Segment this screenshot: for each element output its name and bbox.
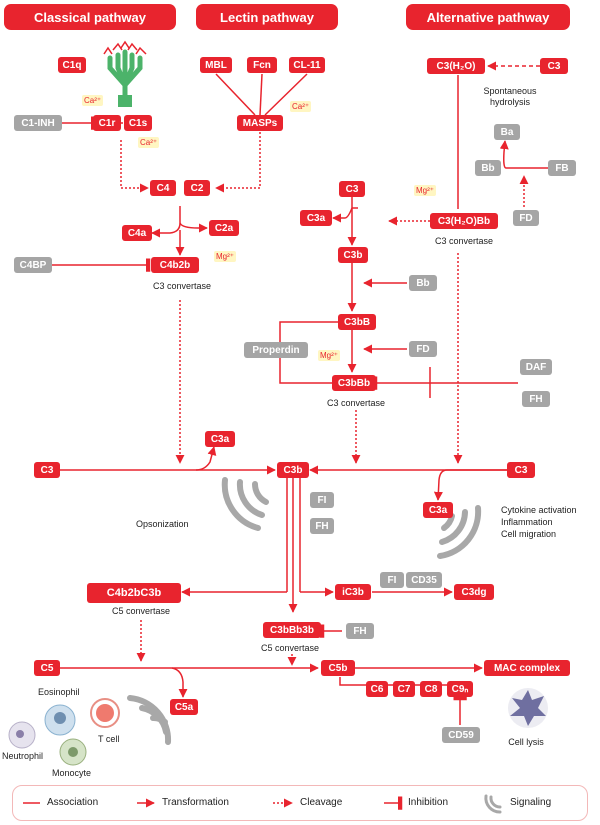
magnesium-ion-badge: Mg²⁺ xyxy=(214,251,236,262)
c1s-node: C1s xyxy=(124,115,152,131)
daf-node: DAF xyxy=(520,359,552,375)
monocyte-label: Monocyte xyxy=(52,768,92,778)
calcium-ion-badge: Ca²⁺ xyxy=(290,101,312,112)
cell-lysis-label: Cell lysis xyxy=(508,737,544,747)
mac-complex-node: MAC complex xyxy=(484,660,570,676)
c1q-node: C1q xyxy=(58,57,86,73)
cell-migration-label: Cell migration xyxy=(501,529,557,539)
c9n-node: C9ₙ xyxy=(447,681,473,697)
hydrolysis-label-line1: Spontaneous xyxy=(483,86,537,96)
c3a-top-node: C3a xyxy=(205,431,235,447)
legend-association: Association xyxy=(47,797,99,808)
c3bb-node: C3bB xyxy=(338,314,376,330)
c5b-node: C5b xyxy=(321,660,355,676)
fcn-node: Fcn xyxy=(247,57,277,73)
c8-node: C8 xyxy=(420,681,442,697)
magnesium-ion-badge: Mg²⁺ xyxy=(414,185,436,196)
masps-node: MASPs xyxy=(237,115,283,131)
c1-inh-node: C1-INH xyxy=(14,115,62,131)
ic3b-node: iC3b xyxy=(335,584,371,600)
c4bp-node: C4BP xyxy=(14,257,52,273)
c3a-node: C3a xyxy=(300,210,332,226)
c3dg-node: C3dg xyxy=(454,584,494,600)
c3-node: C3 xyxy=(339,181,365,197)
c3a-right-node: C3a xyxy=(423,502,453,518)
fb-node: FB xyxy=(548,160,576,176)
fd-node: FD xyxy=(409,341,437,357)
magnesium-ion-badge: Mg²⁺ xyxy=(318,350,340,361)
neutrophil-label: Neutrophil xyxy=(2,751,44,761)
lectin-pathway-title: Lectin pathway xyxy=(196,4,338,30)
fh-node: FH xyxy=(522,391,550,407)
calcium-ion-badge: Ca²⁺ xyxy=(82,95,104,106)
cd35-node: CD35 xyxy=(406,572,442,588)
fi-node: FI xyxy=(310,492,334,508)
fh-node: FH xyxy=(310,518,334,534)
c4b2b-node: C4b2b xyxy=(151,257,199,273)
legend-cleavage: Cleavage xyxy=(300,797,343,808)
c1r-node: C1r xyxy=(93,115,121,131)
c4a-node: C4a xyxy=(122,225,152,241)
c3-left-node: C3 xyxy=(34,462,60,478)
c2a-node: C2a xyxy=(209,220,239,236)
ba-node: Ba xyxy=(494,124,520,140)
hydrolysis-label-line2: hydrolysis xyxy=(489,97,531,107)
c3-convertase-label: C3 convertase xyxy=(152,281,212,291)
alternative-pathway-title: Alternative pathway xyxy=(406,4,570,30)
cl11-node: CL-11 xyxy=(289,57,325,73)
c3bbb-node: C3bBb xyxy=(332,375,376,391)
signaling-arcs xyxy=(127,477,482,745)
c5-node: C5 xyxy=(34,660,60,676)
bb-node: Bb xyxy=(409,275,437,291)
fd-node: FD xyxy=(513,210,539,226)
c3-convertase-label: C3 convertase xyxy=(434,236,494,246)
c3b-central-node: C3b xyxy=(277,462,309,478)
tcell-label: T cell xyxy=(98,734,120,744)
c3b-node: C3b xyxy=(338,247,368,263)
calcium-ion-badge: Ca²⁺ xyxy=(138,137,160,148)
mbl-node: MBL xyxy=(200,57,232,73)
legend xyxy=(12,785,588,821)
c2-node: C2 xyxy=(184,180,210,196)
c5-convertase-label: C5 convertase xyxy=(111,606,171,616)
c5a-node: C5a xyxy=(170,699,198,715)
c7-node: C7 xyxy=(393,681,415,697)
legend-transformation: Transformation xyxy=(162,797,229,808)
eosinophil-label: Eosinophil xyxy=(38,687,80,697)
c3-h2o-node: C3(H₂O) xyxy=(427,58,485,74)
c4-node: C4 xyxy=(150,180,176,196)
c3-source-node: C3 xyxy=(540,58,568,74)
c4b2bc3b-node: C4b2bC3b xyxy=(87,583,181,603)
classical-pathway-title: Classical pathway xyxy=(4,4,176,30)
opsonization-label: Opsonization xyxy=(136,519,189,529)
legend-inhibition: Inhibition xyxy=(408,797,449,808)
legend-signaling: Signaling xyxy=(510,797,552,808)
cd59-node: CD59 xyxy=(442,727,480,743)
c6-node: C6 xyxy=(366,681,388,697)
c3-convertase-label: C3 convertase xyxy=(326,398,386,408)
inflammation-label: Inflammation xyxy=(501,517,553,527)
fh-node: FH xyxy=(346,623,374,639)
c3-right-node: C3 xyxy=(507,462,535,478)
c3-h2o-bb-node: C3(H₂O)Bb xyxy=(430,213,498,229)
bb-node: Bb xyxy=(475,160,501,176)
cytokine-activation-label: Cytokine activation xyxy=(501,505,577,515)
fi-node: FI xyxy=(380,572,404,588)
c3bbb3b-node: C3bBb3b xyxy=(263,622,321,638)
properdin-node: Properdin xyxy=(244,342,308,358)
c5-convertase-label: C5 convertase xyxy=(260,643,320,653)
